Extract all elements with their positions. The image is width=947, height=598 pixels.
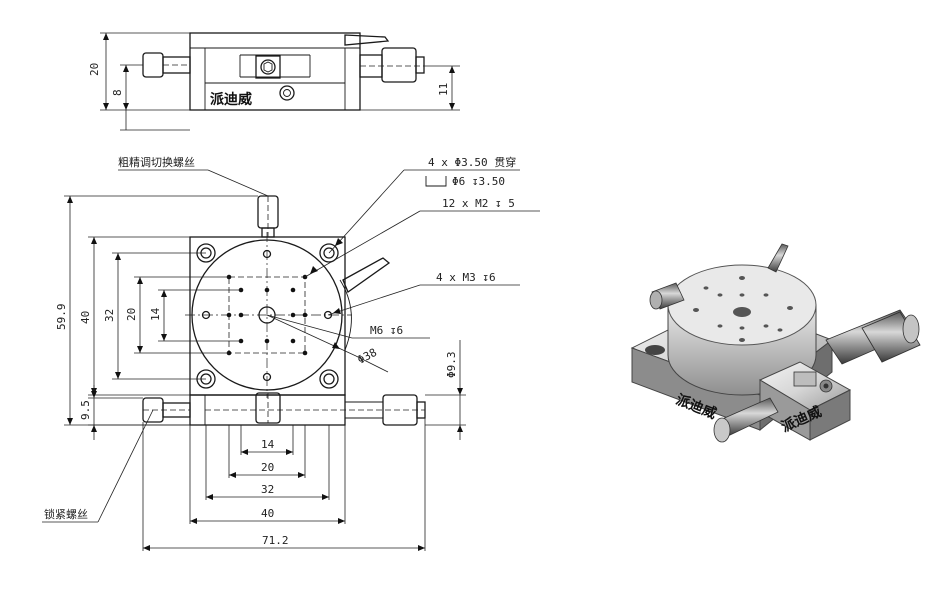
dim-32-h: 32 (261, 483, 274, 496)
front-dim-8: 8 (111, 89, 124, 96)
top-lever (342, 257, 391, 293)
dim-40-v: 40 (79, 311, 92, 324)
base-hole-icon (645, 345, 665, 355)
corner-holes (196, 243, 339, 389)
product-3d-render: 派迪威 (630, 243, 921, 443)
dim-dia-38: Φ38 (355, 346, 379, 367)
dim-14-h: 14 (261, 438, 275, 451)
dim-40-h: 40 (261, 507, 274, 520)
callout-lock-screw: 锁紧螺丝 (44, 507, 88, 521)
front-center-screw (255, 55, 281, 79)
front-pin (279, 85, 295, 101)
center-m6-hole (258, 306, 276, 324)
dim-71-2: 71.2 (262, 534, 289, 547)
front-left-knob (142, 52, 164, 78)
callout-m3-holes: 4 x M3 ↧6 (436, 271, 496, 284)
dim-32-v: 32 (103, 309, 116, 322)
dim-dia-9-3: Φ9.3 (445, 352, 458, 379)
callout-coarse-fine-screw: 粗精调切换螺丝 (118, 155, 195, 169)
dim-9-5: 9.5 (79, 400, 92, 420)
front-micrometer (381, 47, 417, 83)
dim-20-v: 20 (125, 308, 138, 321)
front-dim-20: 20 (88, 63, 101, 76)
dim-14-v: 14 (149, 307, 162, 321)
top-base-plate (189, 236, 346, 396)
callout-counterbore: Φ6 ↧3.50 (452, 175, 505, 188)
callout-m6-hole: M6 ↧6 (370, 324, 403, 337)
top-view: 59.9 40 32 20 14 9.5 (42, 155, 540, 551)
callout-through-holes: 4 x Φ3.50 贯穿 (428, 155, 516, 169)
front-dim-11: 11 (437, 83, 450, 96)
front-brand-stamp: 派迪威 (210, 91, 252, 108)
dim-59-9: 59.9 (55, 304, 68, 331)
m3-hole-pattern (201, 249, 333, 382)
front-view: 派迪威 20 8 11 (88, 32, 460, 131)
callout-m2-holes: 12 x M2 ↧ 5 (442, 197, 515, 210)
dim-20-h: 20 (261, 461, 274, 474)
front-lever (344, 34, 390, 46)
